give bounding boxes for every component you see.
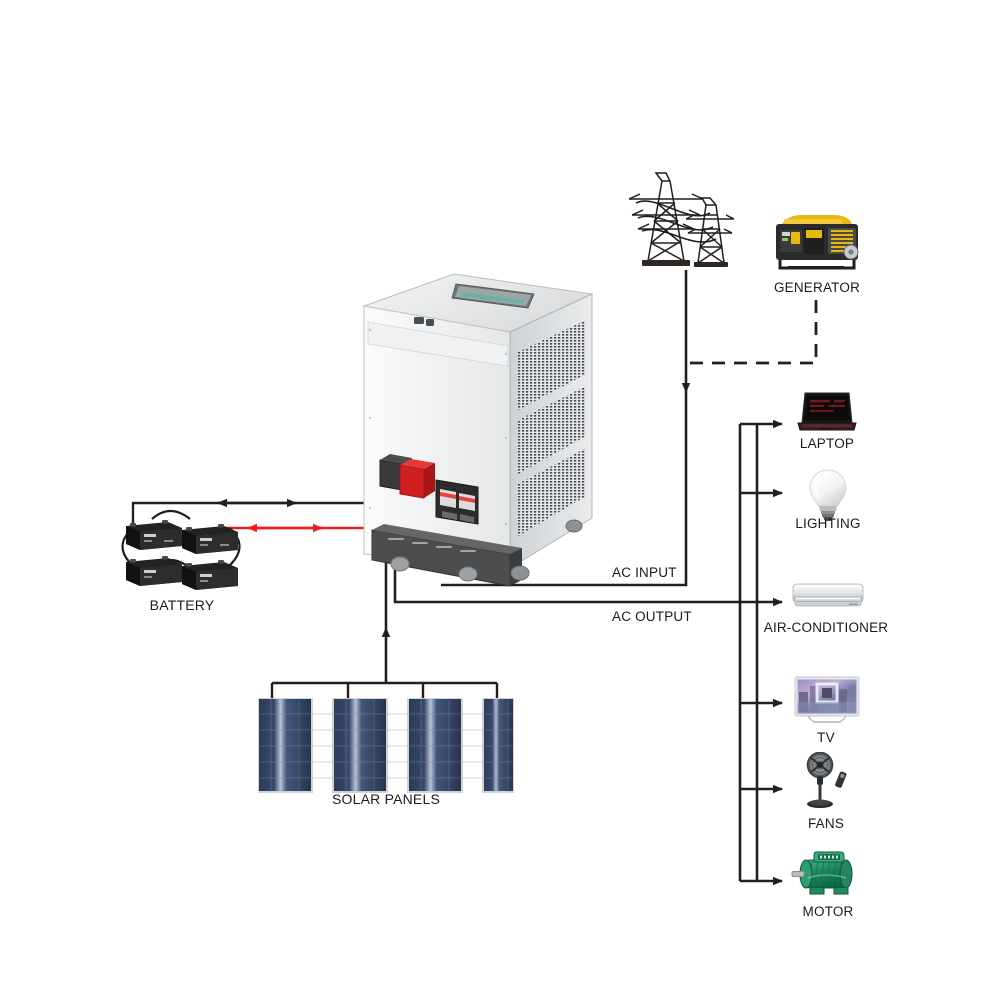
generator-label: GENERATOR [773, 280, 861, 295]
battery-label: BATTERY [149, 597, 215, 613]
television-icon [794, 676, 860, 731]
laptop-label: LAPTOP [799, 436, 855, 451]
hybrid-inverter-cabinet [358, 268, 608, 613]
light-bulb-icon [806, 468, 850, 527]
lighting-label: LIGHTING [795, 516, 861, 531]
electric-motor-icon [790, 848, 862, 907]
solar-panels-label: SOLAR PANELS [332, 791, 440, 807]
solar-panel-icon [257, 697, 515, 799]
ac-output-label: AC OUTPUT [612, 609, 692, 624]
ac-input-label: AC INPUT [612, 565, 677, 580]
air-conditioner-icon [791, 583, 865, 618]
motor-label: MOTOR [802, 904, 854, 919]
pedestal-fan-icon [796, 751, 858, 815]
laptop-icon [796, 391, 858, 438]
fans-label: FANS [807, 816, 845, 831]
tv-label: TV [817, 730, 835, 745]
generator-icon [772, 210, 862, 279]
air-conditioner-label: AIR-CONDITIONER [763, 620, 889, 635]
transmission-tower-icon [618, 163, 735, 278]
battery-bank-icon [124, 512, 244, 595]
